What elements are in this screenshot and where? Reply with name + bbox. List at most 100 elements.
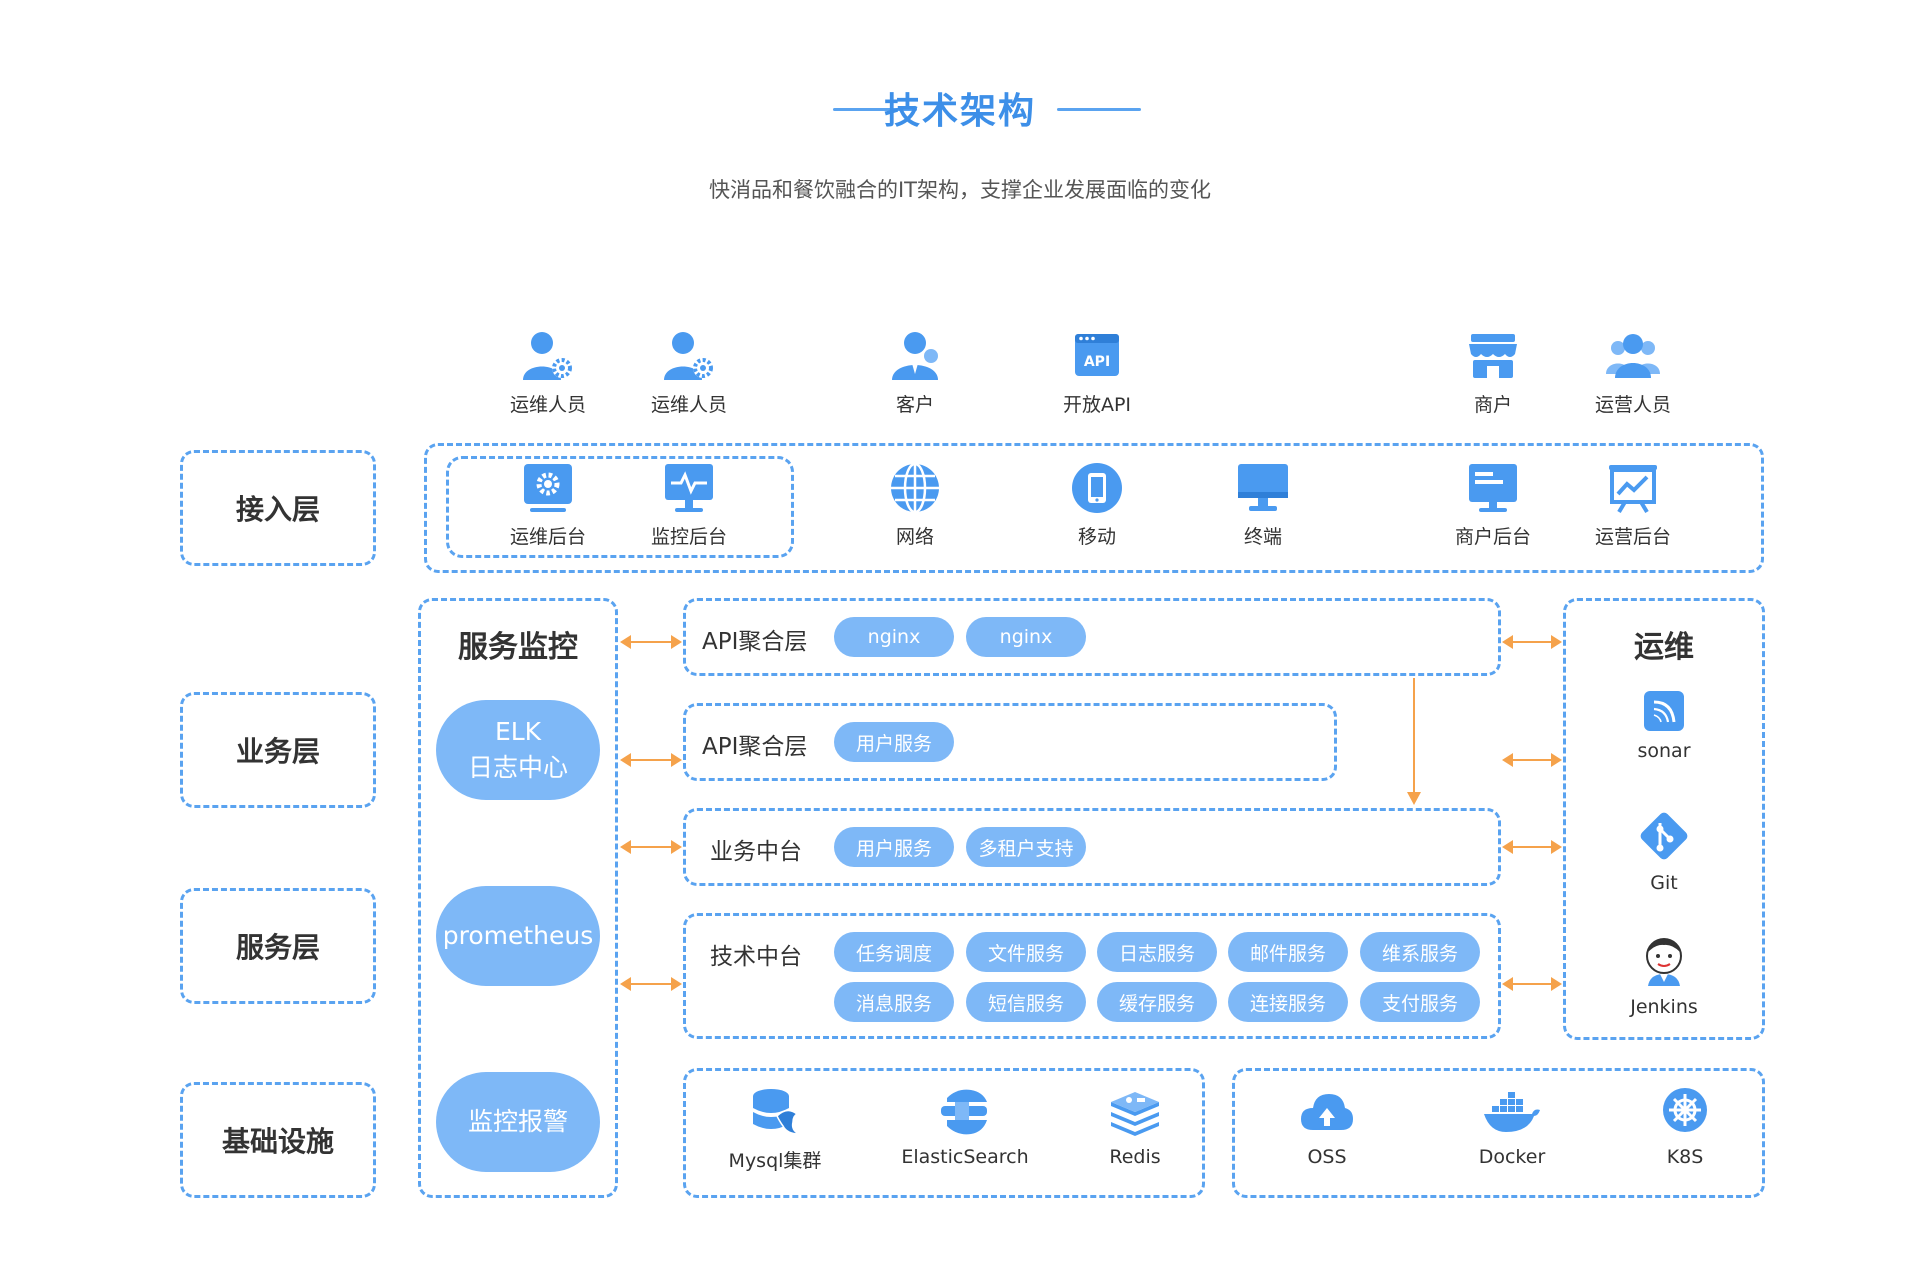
monitoring-title: 服务监控 [458,630,578,665]
right-double-arrow-3 [1502,840,1562,854]
ops-title: 运维 [1634,630,1694,665]
layer-access-label: 接入层 [235,493,320,526]
tech-pill-payment[interactable]: 支付服务 [1360,982,1480,1022]
access-admin-group [446,456,794,558]
access-terminal[interactable]: 终端 [1198,462,1328,549]
infra-mysql[interactable]: Mysql集群 [710,1086,840,1173]
svg-text:API: API [1084,354,1110,370]
tech-pill-mail[interactable]: 邮件服务 [1228,932,1348,972]
access-network[interactable]: 网络 [850,462,980,549]
layer-business-label: 业务层 [235,735,320,768]
right-double-arrow-4 [1502,977,1562,991]
tech-pill-cache[interactable]: 缓存服务 [1097,982,1217,1022]
mysql-label: Mysql集群 [728,1150,822,1172]
access-monitor-admin[interactable]: 监控后台 [624,462,754,549]
tech-pill-message[interactable]: 消息服务 [834,982,954,1022]
group-icon [1606,334,1660,378]
left-double-arrow-2 [620,753,682,767]
access-monitor-admin-label: 监控后台 [650,526,727,548]
gear-screen-icon [524,464,572,512]
git-icon [1640,812,1688,860]
nginx-pill-1[interactable]: nginx [834,617,954,657]
tech-pill-connect[interactable]: 连接服务 [1228,982,1348,1022]
access-container [424,443,1764,573]
access-merchant-admin[interactable]: 商户后台 [1428,462,1558,549]
user-operator-label: 运营人员 [1594,394,1671,416]
user-operator[interactable]: 运营人员 [1568,330,1698,417]
ops-tool-sonar[interactable]: sonar [1599,690,1729,762]
tech-pill-task[interactable]: 任务调度 [834,932,954,972]
infra-platform-group [1232,1068,1765,1198]
down-arrow [1407,678,1421,805]
sonar-icon [1644,691,1684,731]
monitor-alert-label: 监控报警 [467,1107,568,1136]
monitor-pulse-icon [665,464,713,512]
infra-docker[interactable]: Docker [1447,1086,1577,1168]
user-service-pill-1[interactable]: 用户服务 [834,722,954,762]
tech-pill-file[interactable]: 文件服务 [966,932,1086,972]
access-operation-admin-label: 运营后台 [1594,526,1671,548]
left-double-arrow-3 [620,840,682,854]
monitor-alert-node[interactable]: 监控报警 [436,1072,600,1172]
oss-label: OSS [1307,1146,1347,1168]
prometheus-node[interactable]: prometheus [436,886,600,986]
layer-business: 业务层 [180,692,376,808]
database-icon [753,1089,800,1135]
docker-icon [1484,1092,1540,1132]
ops-user-icon [523,332,572,380]
user-customer[interactable]: 客户 [850,330,980,417]
page-title: 技术架构 [883,91,1036,132]
tech-center-row [683,913,1501,1039]
k8s-label: K8S [1666,1146,1704,1168]
store-icon [1469,334,1517,378]
tech-center-title: 技术中台 [710,944,802,970]
tech-pill-log[interactable]: 日志服务 [1097,932,1217,972]
access-network-label: 网络 [895,526,934,548]
sonar-label: sonar [1637,740,1691,762]
access-mobile[interactable]: 移动 [1032,462,1162,549]
tech-pill-sms[interactable]: 短信服务 [966,982,1086,1022]
user-merchant[interactable]: 商户 [1428,330,1558,417]
access-ops-admin-label: 运维后台 [509,526,586,548]
multi-tenant-pill[interactable]: 多租户支持 [966,827,1086,867]
layer-service: 服务层 [180,888,376,1004]
access-operation-admin[interactable]: 运营后台 [1568,462,1698,549]
jenkins-label: Jenkins [1630,996,1698,1018]
user-open-api[interactable]: API 开放API [1032,330,1162,417]
left-double-arrow-1 [620,635,682,649]
access-merchant-admin-label: 商户后台 [1454,526,1531,548]
api-gateway-row [683,598,1501,676]
nginx-pill-2[interactable]: nginx [966,617,1086,657]
header: 技术架构 [0,82,1920,132]
layer-infra: 基础设施 [180,1082,376,1198]
user-ops-2[interactable]: 运维人员 [624,330,754,417]
redis-icon [1111,1092,1159,1136]
layer-infra-label: 基础设施 [221,1125,334,1158]
infra-elasticsearch[interactable]: ElasticSearch [900,1086,1030,1168]
access-ops-admin[interactable]: 运维后台 [483,462,613,549]
page-subtitle: 快消品和餐饮融合的IT架构，支撑企业发展面临的变化 [708,178,1212,202]
user-merchant-label: 商户 [1473,394,1512,416]
infra-redis[interactable]: Redis [1070,1086,1200,1168]
customer-icon [892,332,938,380]
git-label: Git [1650,872,1678,894]
right-double-arrow-1 [1502,635,1562,649]
user-ops-1[interactable]: 运维人员 [483,330,613,417]
elk-label: ELK [494,717,542,746]
ops-tool-git[interactable]: Git [1599,808,1729,894]
ops-tool-jenkins[interactable]: Jenkins [1599,936,1729,1018]
access-terminal-label: 终端 [1243,526,1282,548]
chart-board-icon [1609,465,1657,514]
biz-center-row [683,808,1501,886]
user-service-pill-2[interactable]: 用户服务 [834,827,954,867]
tech-pill-maintain[interactable]: 维系服务 [1360,932,1480,972]
elk-log-center[interactable]: ELK 日志中心 [436,700,600,800]
user-ops-2-label: 运维人员 [650,394,727,416]
infra-oss[interactable]: OSS [1262,1086,1392,1168]
title-left-line [833,108,917,111]
left-double-arrow-4 [620,977,682,991]
jenkins-icon [1646,938,1682,986]
globe-icon [891,462,939,514]
infra-k8s[interactable]: K8S [1620,1086,1750,1168]
layer-service-label: 服务层 [235,931,320,964]
